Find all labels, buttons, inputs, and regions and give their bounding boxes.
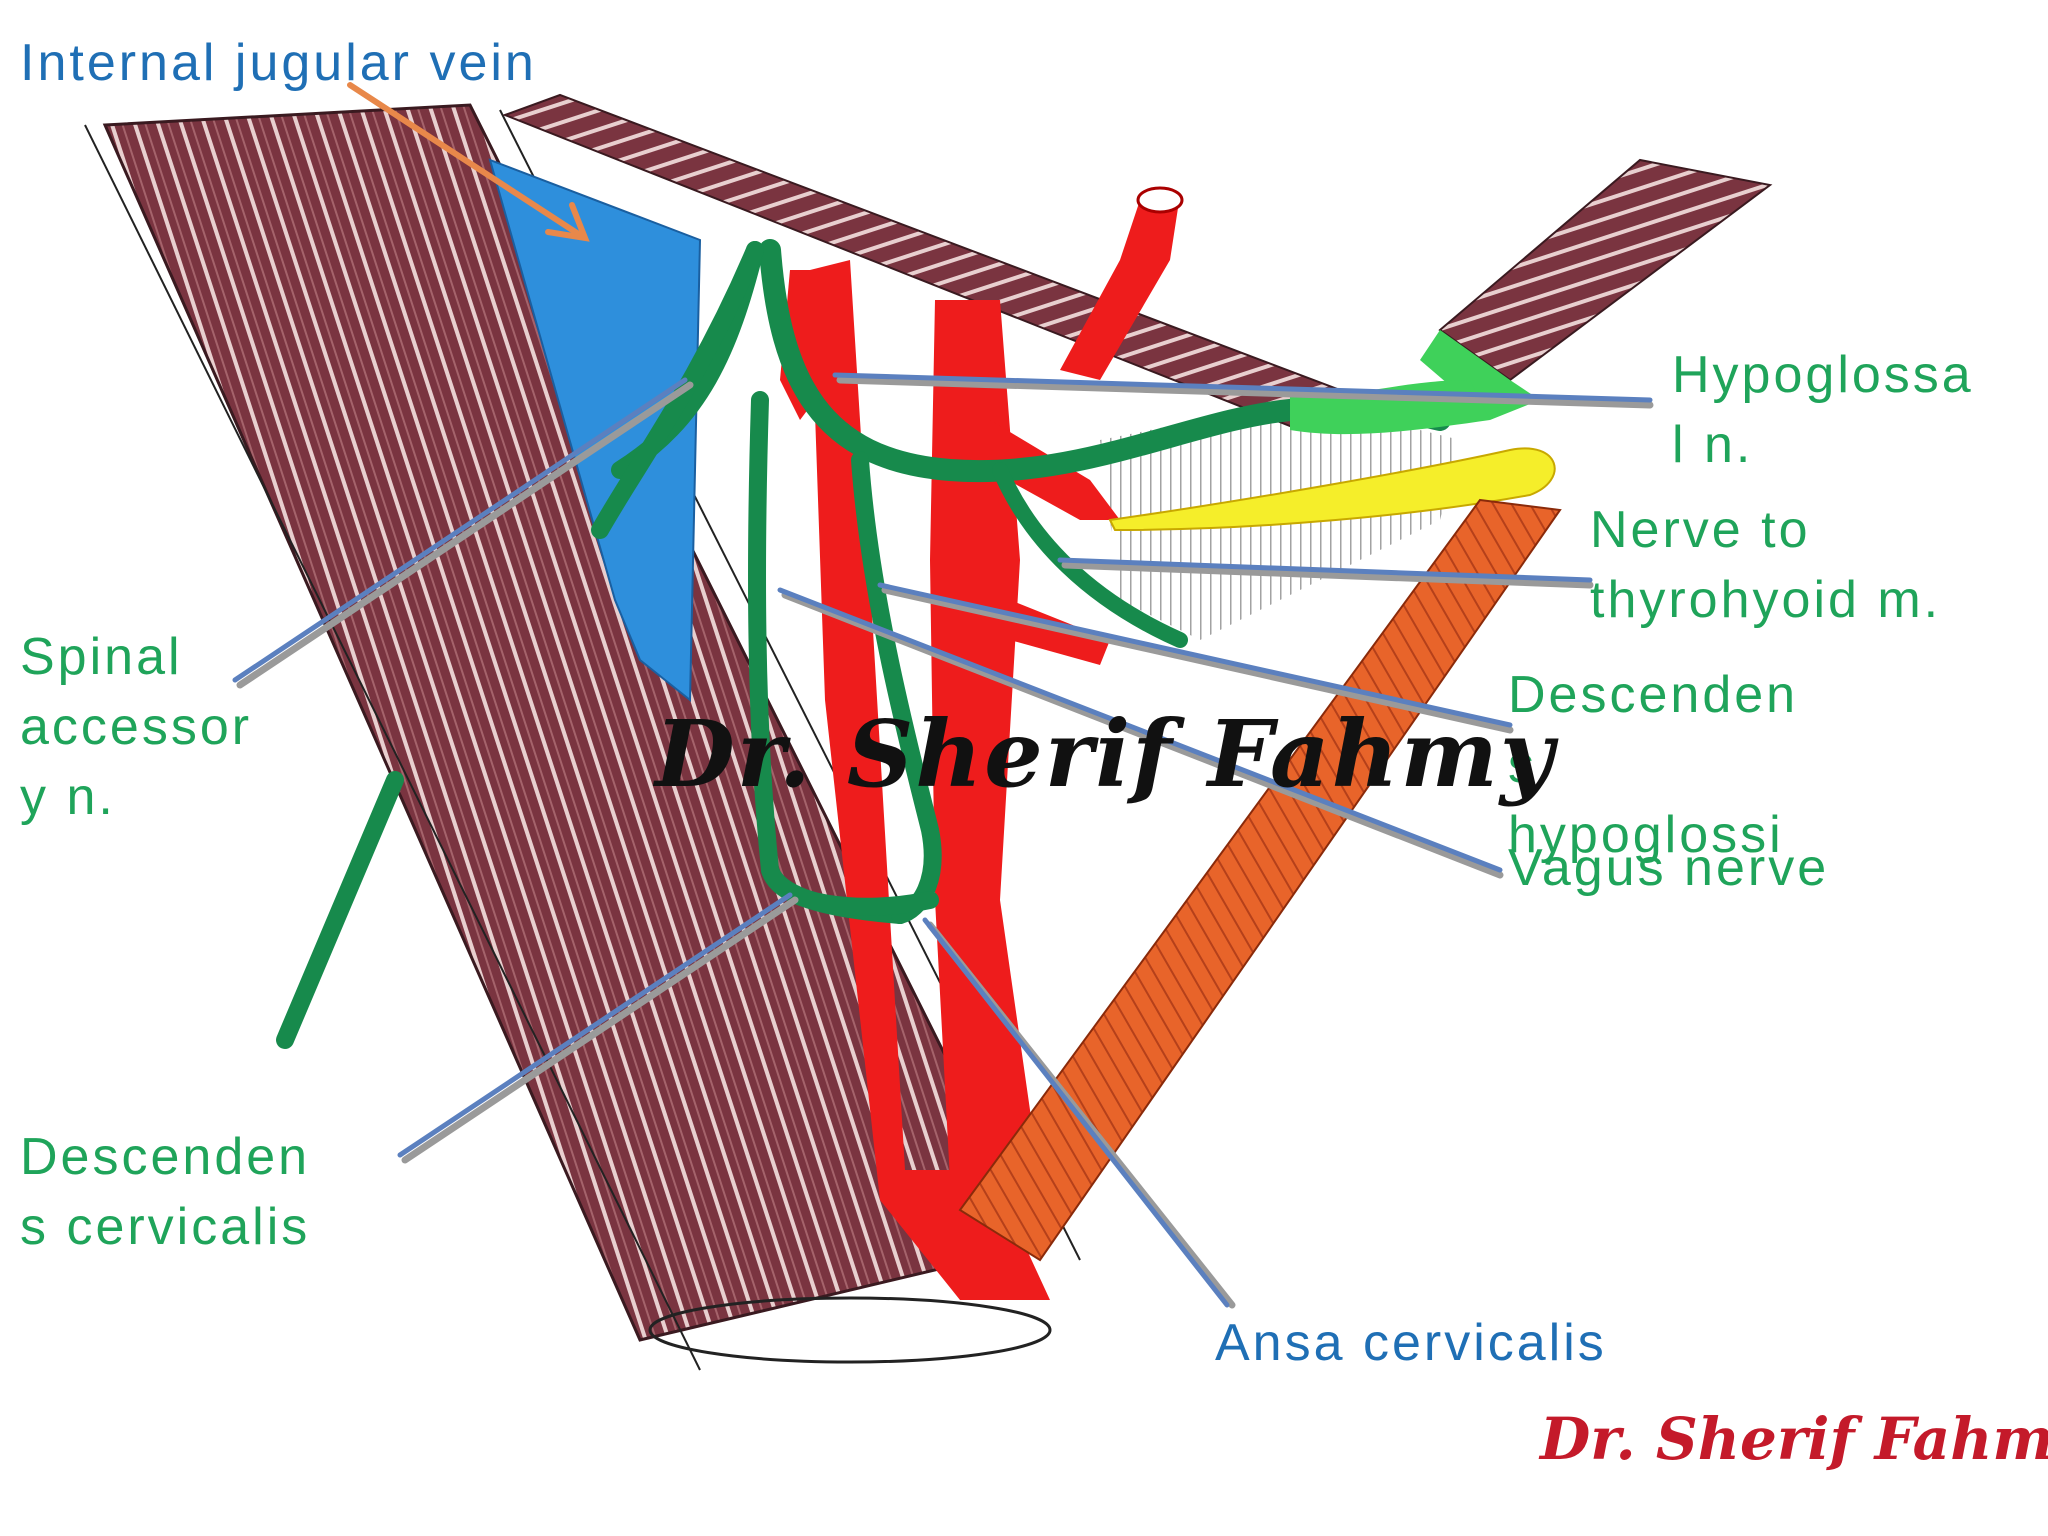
label-ansa-cervicalis: Ansa cervicalis bbox=[1215, 1314, 1607, 1372]
hyoid-bone bbox=[1108, 447, 1556, 532]
pointer-descendens-hypoglossi bbox=[877, 582, 1513, 728]
pointer-descendens-cervicalis bbox=[397, 892, 793, 1158]
muscle-outline-line bbox=[84, 124, 701, 1371]
pointer-internal-jugular-arrowhead bbox=[545, 202, 590, 242]
pointer-spinal-accessory-shadow bbox=[236, 381, 694, 689]
label-vagus-nerve: Vagus nerve bbox=[1508, 839, 1830, 897]
pointer-vagus-shadow bbox=[781, 591, 1504, 879]
spinal-accessory-nerve bbox=[591, 241, 764, 539]
label-spinal-accessory-nerve: Spinal accessor y n. bbox=[20, 628, 253, 826]
pointer-ansa-cervicalis bbox=[922, 917, 1230, 1308]
watermark-corner: Dr. Sherif Fahmy bbox=[1540, 1405, 2048, 1473]
pointer-spinal-accessory bbox=[232, 377, 688, 683]
pointer-hypoglossal-shadow bbox=[836, 376, 1654, 409]
label-descendens-cervicalis: Descenden s cervicalis bbox=[20, 1128, 311, 1256]
label-hypoglossal-nerve: Hypoglossa l n. bbox=[1672, 346, 1974, 474]
pointer-thyrohyoid-shadow bbox=[1061, 561, 1594, 589]
pointer-thyrohyoid bbox=[1057, 557, 1593, 583]
pointer-internal-jugular bbox=[347, 82, 583, 238]
muscle-end-cap bbox=[648, 1296, 1052, 1364]
pointer-hypoglossal bbox=[832, 372, 1653, 403]
external-carotid-upper bbox=[1060, 195, 1180, 380]
pointer-lines bbox=[232, 82, 1654, 1309]
watermark-center: Dr. Sherif Fahmy bbox=[655, 700, 1556, 808]
common-carotid-artery bbox=[810, 260, 1050, 1300]
pointer-descendens-hypoglossi-shadow bbox=[881, 586, 1514, 734]
omohyoid-muscle bbox=[958, 498, 1562, 1262]
pointer-vagus bbox=[777, 587, 1503, 873]
pointer-descendens-cervicalis-shadow bbox=[401, 896, 799, 1164]
label-descendens-hypoglossi: Descenden s hypoglossi bbox=[1508, 666, 1799, 864]
spinal-accessory-nerve-lower bbox=[276, 771, 404, 1049]
artery-cut-end bbox=[1136, 186, 1184, 214]
label-nerve-to-thyrohyoid: Nerve to thyrohyoid m. bbox=[1590, 501, 1942, 629]
label-internal-jugular-vein: Internal jugular vein bbox=[20, 34, 537, 92]
ansa-cervicalis-loop bbox=[761, 861, 939, 916]
